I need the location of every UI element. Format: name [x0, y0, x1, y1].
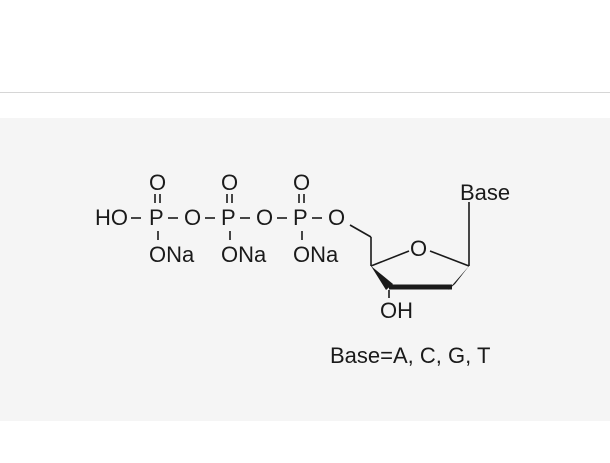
atom-p3: P — [293, 205, 308, 230]
wedge-c4-c3 — [371, 266, 393, 290]
atom-ona2: ONa — [221, 242, 267, 267]
atom-ona1: ONa — [149, 242, 195, 267]
wedge-c1-c2 — [448, 266, 469, 290]
structure-panel — [0, 118, 610, 421]
atom-oh: OH — [380, 298, 413, 323]
header-divider — [0, 92, 610, 93]
atom-ho: HO — [95, 205, 128, 230]
atom-base: Base — [460, 180, 510, 205]
bond-ring-o-c1 — [429, 250, 470, 267]
atom-o-bridge1: O — [184, 205, 201, 230]
atom-ring-o: O — [410, 236, 427, 261]
atom-p1: P — [149, 205, 164, 230]
bond-o-ester-ch2 — [349, 224, 372, 238]
atom-o-bridge2: O — [256, 205, 273, 230]
atom-o-ester: O — [328, 205, 345, 230]
atom-ona3: ONa — [293, 242, 339, 267]
base-caption: Base=A, C, G, T — [330, 343, 490, 368]
atom-o-double2: O — [221, 170, 238, 195]
atom-p2: P — [221, 205, 236, 230]
atom-o-double1: O — [149, 170, 166, 195]
atom-o-double3: O — [293, 170, 310, 195]
bond-c4-ring-o — [370, 250, 410, 267]
